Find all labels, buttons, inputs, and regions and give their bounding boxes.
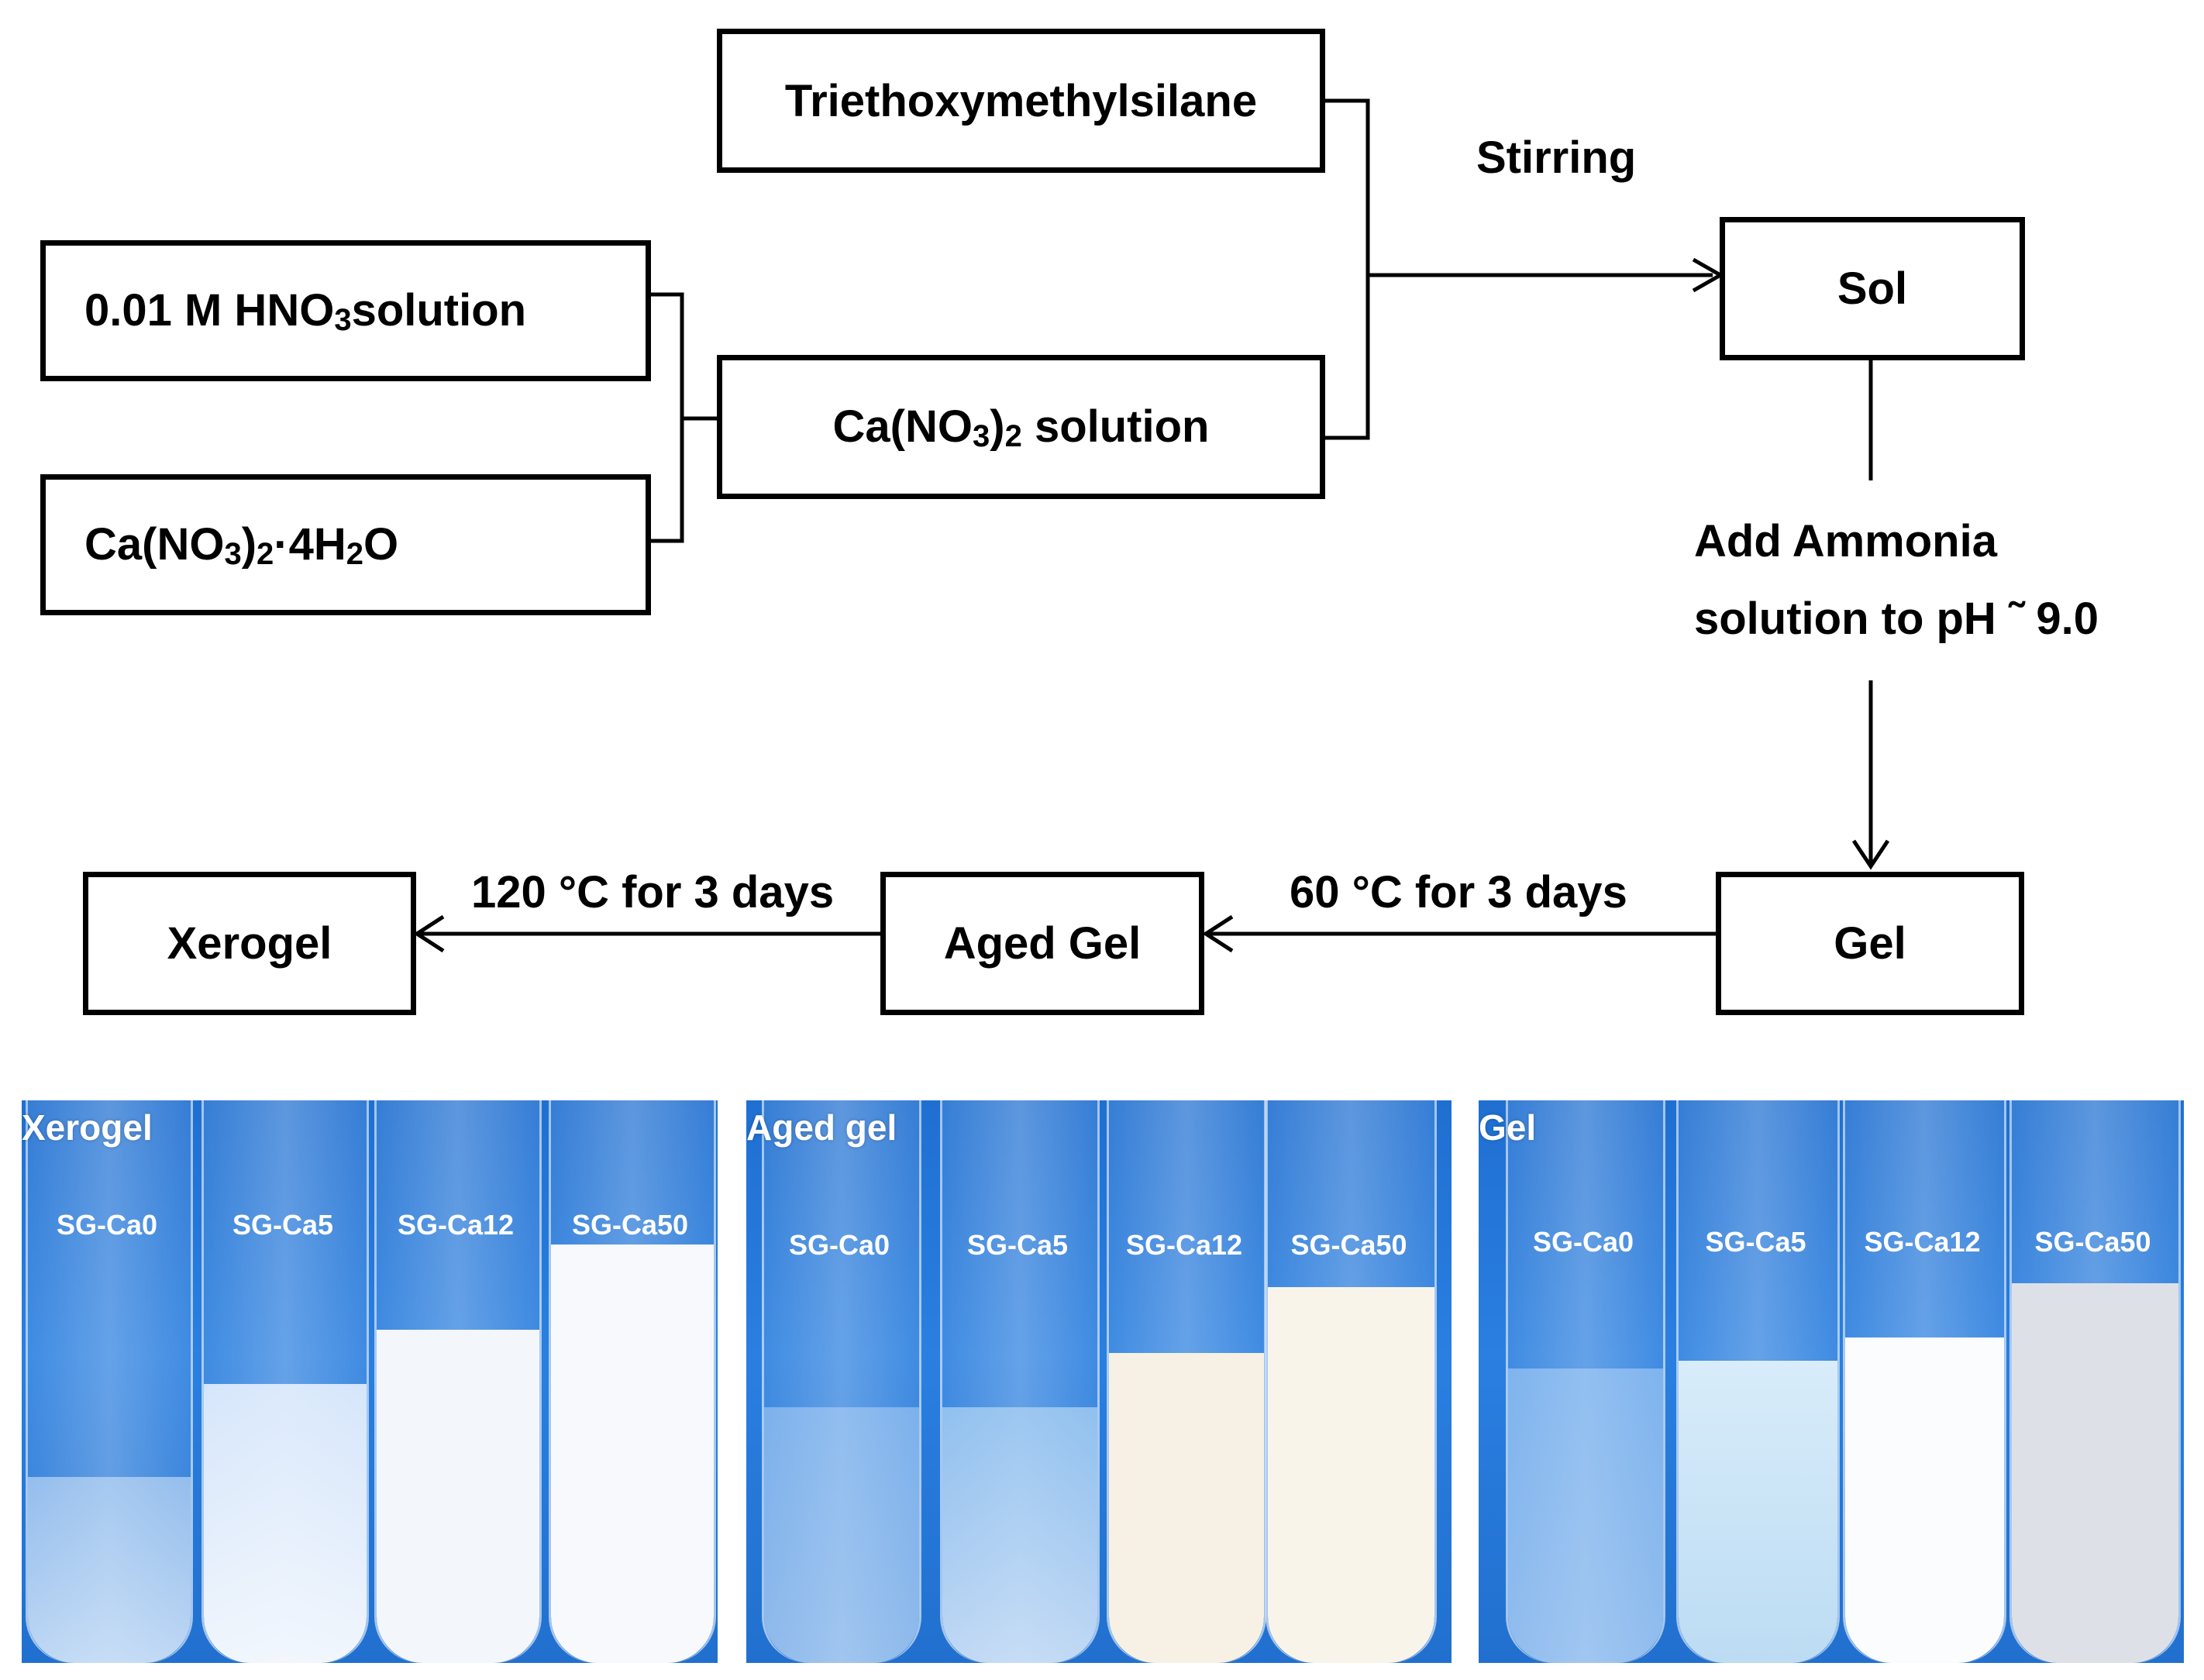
photo-title: Aged gel xyxy=(746,1107,897,1148)
tube xyxy=(1676,1100,1840,1663)
ammonia-label-line1: Add Ammonia xyxy=(1694,516,1997,566)
xerogel-box: Xerogel xyxy=(83,872,416,1015)
tube-label: SG-Ca12 xyxy=(397,1209,515,1241)
gel-box: Gel xyxy=(1716,872,2024,1015)
arrowhead-to-aged xyxy=(1202,914,1234,953)
ammonia-label-line2: solution to pH ˜ 9.0 xyxy=(1694,594,2099,644)
arrowhead-to-gel xyxy=(1851,839,1890,870)
tube xyxy=(26,1100,193,1663)
tube-label: SG-Ca0 xyxy=(1532,1226,1634,1258)
tube xyxy=(1843,1100,2006,1663)
bracket-precursors xyxy=(1322,98,1713,440)
hno3-solution-box: 0.01 M HNO3solution xyxy=(40,240,651,381)
tube-label: SG-Ca12 xyxy=(1125,1229,1243,1261)
xerogel-text: Xerogel xyxy=(167,918,332,969)
drying-step-label: 120 °C for 3 days xyxy=(471,867,835,917)
photo-title: Xerogel xyxy=(22,1107,153,1148)
hno3-solution-text: 0.01 M HNO3solution xyxy=(84,284,527,337)
aged-gel-box: Aged Gel xyxy=(880,872,1204,1015)
tube xyxy=(762,1100,921,1663)
gel-photo: Gel SG-Ca0 SG-Ca5 SG-Ca12 SG-Ca50 xyxy=(1479,1100,2184,1663)
triethoxymethylsilane-box: Triethoxymethylsilane xyxy=(717,29,1325,173)
tube-label: SG-Ca5 xyxy=(232,1209,334,1241)
flow-connectors xyxy=(413,98,1890,953)
tube-label: SG-Ca12 xyxy=(1864,1226,1981,1258)
tube xyxy=(201,1100,369,1663)
tube xyxy=(2009,1100,2181,1663)
arrowhead-to-xerogel xyxy=(413,914,445,953)
tube xyxy=(940,1100,1100,1663)
tube-label: SG-Ca5 xyxy=(966,1229,1069,1261)
tube xyxy=(1107,1100,1266,1663)
ca-nitrate-hydrate-text: Ca(NO3)2·4H2O xyxy=(84,518,399,571)
tube-label: SG-Ca5 xyxy=(1705,1226,1806,1258)
tube xyxy=(1266,1100,1437,1663)
tube xyxy=(549,1100,716,1663)
ca-nitrate-solution-box: Ca(NO3)2 solution xyxy=(717,355,1325,499)
gel-text: Gel xyxy=(1834,918,1906,969)
aged-gel-text: Aged Gel xyxy=(943,918,1142,969)
stirring-label: Stirring xyxy=(1476,133,1637,183)
photo-title: Gel xyxy=(1479,1107,1537,1148)
xerogel-photo: Xerogel SG-Ca0 SG-Ca5 SG-Ca12 SG-Ca50 xyxy=(22,1100,718,1663)
ca-nitrate-hydrate-box: Ca(NO3)2·4H2O xyxy=(40,474,651,615)
triethoxymethylsilane-text: Triethoxymethylsilane xyxy=(784,75,1258,126)
tube-label: SG-Ca0 xyxy=(788,1229,890,1261)
aging-step-label: 60 °C for 3 days xyxy=(1290,867,1627,917)
tube-label: SG-Ca50 xyxy=(1290,1229,1407,1261)
tube-label: SG-Ca50 xyxy=(571,1209,689,1241)
aged-gel-photo: Aged gel SG-Ca0 SG-Ca5 SG-Ca12 SG-Ca50 xyxy=(746,1100,1452,1663)
tube xyxy=(1506,1100,1665,1663)
tube-label: SG-Ca50 xyxy=(2034,1226,2151,1258)
sol-box: Sol xyxy=(1720,217,2025,360)
tube xyxy=(374,1100,542,1663)
ca-nitrate-solution-text: Ca(NO3)2 solution xyxy=(832,401,1210,453)
bracket-reactants xyxy=(648,292,717,543)
tube-label: SG-Ca0 xyxy=(56,1209,158,1241)
sol-text: Sol xyxy=(1837,263,1908,314)
